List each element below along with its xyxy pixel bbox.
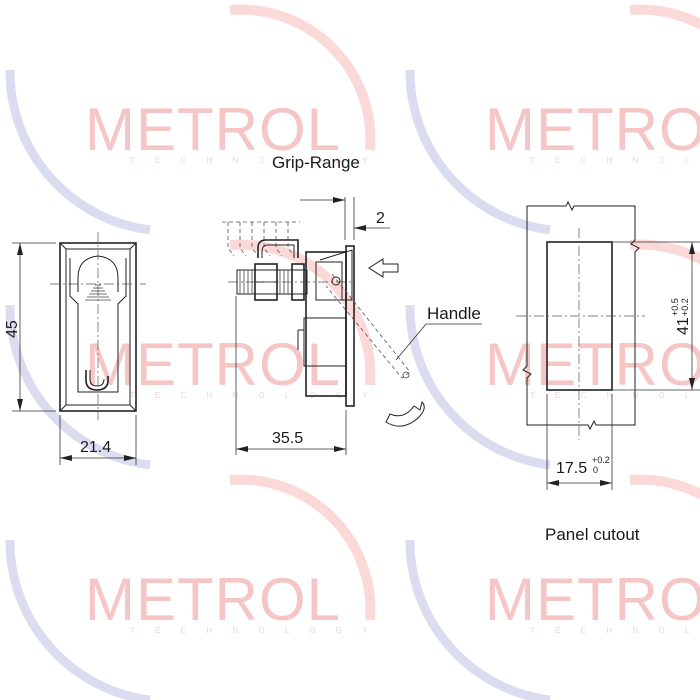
watermark-arc bbox=[629, 239, 700, 265]
watermark-arc bbox=[229, 4, 376, 151]
watermark-layer: METROL T E C H N O L O G Y METROL T E C … bbox=[5, 4, 700, 700]
offset-arrows bbox=[333, 197, 366, 231]
rotate-arrow-icon bbox=[385, 401, 425, 427]
height-dimension-label: 45 bbox=[4, 320, 21, 338]
front-bevel-corners bbox=[59, 242, 137, 412]
watermark-arc bbox=[5, 539, 151, 700]
front-inner-frame bbox=[65, 248, 131, 406]
watermark-tagline: T E C H N O L O G Y bbox=[130, 391, 376, 400]
panel-cutout-view: 41 +0.5 +0.2 17.5 +0.2 0 Panel cutout bbox=[516, 200, 700, 544]
watermark-brand: METROL bbox=[485, 96, 700, 163]
front-view: 45 21.4 bbox=[4, 232, 146, 465]
push-arrow-icon bbox=[368, 258, 399, 278]
grip-range-fingers bbox=[222, 221, 300, 257]
watermark-arc bbox=[229, 474, 376, 621]
handle-body bbox=[69, 258, 127, 393]
watermark-tile: METROL T E C H N O L O G Y bbox=[5, 239, 376, 470]
grip-ridges bbox=[85, 284, 111, 301]
watermark-arc bbox=[629, 474, 700, 500]
watermark-brand: METROL bbox=[485, 566, 700, 633]
watermark-arc bbox=[629, 4, 700, 30]
watermark-tile: METROL T E C H N O L O G Y bbox=[405, 4, 700, 235]
watermark-tile: METROL T E C H N O L O G Y bbox=[5, 474, 376, 700]
watermark-tagline: T E C H N O L O G Y bbox=[130, 626, 376, 635]
handle-closed bbox=[319, 249, 353, 301]
watermark-tile: METROL T E C H N O L O G Y bbox=[5, 4, 376, 235]
cam-arm-inner bbox=[261, 244, 295, 258]
hook-inner bbox=[89, 370, 105, 387]
handle-tip bbox=[402, 371, 410, 379]
front-outer-frame bbox=[59, 242, 137, 412]
cam-arm bbox=[257, 239, 299, 258]
watermark-arc bbox=[5, 69, 151, 235]
depth-arrows bbox=[236, 446, 346, 452]
handle-leader bbox=[395, 323, 427, 361]
watermark-tile: METROL T E C H N O L O G Y bbox=[405, 474, 700, 700]
handle-dome bbox=[77, 255, 119, 292]
pivot-pin bbox=[331, 276, 341, 286]
watermark-tagline: T E C H N O L O G Y bbox=[530, 156, 700, 165]
cutout-height-tol-upper: +0.5 bbox=[670, 298, 680, 316]
watermark-arc bbox=[405, 69, 551, 235]
cutout-height-label: 41 bbox=[675, 317, 692, 335]
side-flange bbox=[345, 245, 355, 407]
width-dimension-label: 21.4 bbox=[80, 439, 111, 456]
depth-dimension-label: 35.5 bbox=[272, 430, 303, 447]
watermark-brand: METROL bbox=[85, 331, 341, 398]
hook bbox=[85, 370, 109, 391]
watermark-brand: METROL bbox=[85, 96, 341, 163]
offset-dimension-label: 2 bbox=[376, 210, 385, 227]
handle-label: Handle bbox=[427, 304, 481, 323]
watermark-tagline: T E C H N O L O G Y bbox=[530, 626, 700, 635]
lock-barrel bbox=[303, 317, 347, 367]
watermark-brand: METROL bbox=[85, 566, 341, 633]
cutout-width-tol-lower: 0 bbox=[593, 465, 598, 475]
watermark-brand: METROL bbox=[485, 331, 700, 398]
cutout-width-tol-upper: +0.2 bbox=[592, 455, 610, 465]
watermark-arc bbox=[405, 304, 551, 470]
grip-range-label: Grip-Range bbox=[272, 153, 360, 172]
cutout-width-label: 17.5 bbox=[556, 460, 587, 477]
watermark-tagline: T E C H N O L O G Y bbox=[530, 391, 700, 400]
cutout-height-tol-lower: +0.2 bbox=[680, 298, 690, 316]
side-view: Grip-Range 2 bbox=[222, 153, 482, 455]
panel-outline bbox=[522, 200, 640, 431]
panel-cutout-label: Panel cutout bbox=[545, 525, 640, 544]
watermark-tagline: T E C H N O L O G Y bbox=[130, 156, 376, 165]
watermark-arc bbox=[405, 539, 551, 700]
watermark-tile: METROL T E C H N O L O G Y bbox=[405, 239, 700, 470]
